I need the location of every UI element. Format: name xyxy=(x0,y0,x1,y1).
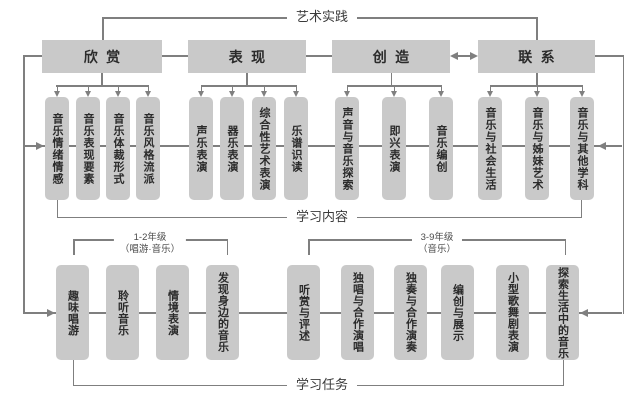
connector-line xyxy=(622,55,624,314)
connector-line xyxy=(56,200,58,217)
connector-line xyxy=(489,85,491,92)
task-item: 小型歌舞剧表演 xyxy=(496,265,529,360)
arrow-down-icon xyxy=(197,91,204,97)
grade-label-text: 3-9年级 xyxy=(420,232,454,243)
arrow-down-icon xyxy=(533,91,540,97)
arrow-right-icon xyxy=(470,52,478,60)
bracket-line xyxy=(73,239,75,255)
content-item: 声音与音乐探索 xyxy=(335,97,359,200)
content-item: 音乐与姊妹艺术 xyxy=(525,97,549,200)
task-item: 趣味唱游 xyxy=(56,265,89,360)
task-item: 发现身边的音乐 xyxy=(206,265,239,360)
arrow-down-icon xyxy=(228,91,235,97)
arrow-down-icon xyxy=(343,91,350,97)
arrow-down-icon xyxy=(260,91,267,97)
content-item: 器乐表演 xyxy=(220,97,244,200)
grade-sublabel-text: （音乐） xyxy=(417,243,457,255)
grade-sublabel-text: （唱游·音乐） xyxy=(119,243,181,255)
content-item: 乐谱识读 xyxy=(284,97,308,200)
arrow-right-icon xyxy=(47,308,55,317)
content-item: 音乐风格流派 xyxy=(136,97,160,200)
content-item: 音乐情绪情感 xyxy=(45,97,69,200)
connector-line xyxy=(72,360,74,385)
content-item: 综合性艺术表演 xyxy=(252,97,276,200)
content-item: 音乐编创 xyxy=(429,97,453,200)
task-label: 学习任务 xyxy=(286,377,358,392)
content-item: 音乐表现要素 xyxy=(76,97,100,200)
connector-line xyxy=(489,85,583,87)
task-item: 听赏与评述 xyxy=(287,265,320,360)
connector-line xyxy=(231,85,233,92)
connector-line xyxy=(162,55,188,57)
connector-line xyxy=(580,200,582,217)
arrow-down-icon xyxy=(114,91,121,97)
content-item: 音乐体裁形式 xyxy=(106,97,130,200)
arrow-down-icon xyxy=(578,91,585,97)
connector-line xyxy=(390,73,392,85)
grade-label-text: 1-2年级 xyxy=(133,232,167,243)
connector-line xyxy=(147,85,149,92)
arrow-down-icon xyxy=(437,91,444,97)
connector-line xyxy=(102,17,104,40)
category-box-connection: 联系 xyxy=(478,40,595,73)
content-item: 音乐与其他学科 xyxy=(570,97,594,200)
connector-line xyxy=(454,55,474,57)
content-label: 学习内容 xyxy=(286,209,358,224)
arrow-down-icon xyxy=(486,91,493,97)
connector-line xyxy=(56,85,58,92)
connector-line xyxy=(200,85,202,92)
connector-line xyxy=(24,312,622,314)
connector-line xyxy=(536,73,538,85)
arrow-left-icon xyxy=(450,52,458,60)
arrow-down-icon xyxy=(390,91,397,97)
connector-line xyxy=(117,85,119,92)
arrow-left-icon xyxy=(598,141,606,150)
grade-label-3-9: 3-9年级 （音乐） xyxy=(411,232,463,255)
task-item: 聆听音乐 xyxy=(106,265,139,360)
connector-line xyxy=(246,73,248,85)
connector-line xyxy=(295,85,297,92)
top-label: 艺术实践 xyxy=(286,9,358,24)
connector-line xyxy=(536,85,538,92)
connector-line xyxy=(200,85,297,87)
task-item: 编创与展示 xyxy=(441,265,474,360)
arrow-down-icon xyxy=(84,91,91,97)
task-item: 探索生活中的音乐 xyxy=(546,265,579,360)
arrow-right-icon xyxy=(36,141,44,150)
task-item: 独奏与合作演奏 xyxy=(394,265,427,360)
connector-line xyxy=(101,73,103,85)
content-item: 音乐与社会生活 xyxy=(478,97,502,200)
arrow-left-icon xyxy=(580,308,588,317)
bracket-line xyxy=(564,239,566,255)
arrow-down-icon xyxy=(292,91,299,97)
content-item: 即兴表演 xyxy=(382,97,406,200)
connector-line xyxy=(581,85,583,92)
task-item: 情境表演 xyxy=(156,265,189,360)
connector-line xyxy=(562,360,564,385)
connector-line xyxy=(536,17,538,40)
connector-line xyxy=(346,85,348,92)
bracket-line xyxy=(226,239,228,255)
task-item: 独唱与合作演唱 xyxy=(341,265,374,360)
connector-line xyxy=(595,55,624,57)
bracket-line xyxy=(308,239,310,255)
category-box-appreciation: 欣赏 xyxy=(42,40,162,73)
connector-line xyxy=(23,55,25,314)
arrow-down-icon xyxy=(144,91,151,97)
connector-line xyxy=(440,85,442,92)
connector-line xyxy=(24,145,622,147)
connector-line xyxy=(306,55,332,57)
connector-line xyxy=(393,85,395,92)
connector-line xyxy=(23,55,42,57)
category-box-performance: 表现 xyxy=(188,40,306,73)
arrow-down-icon xyxy=(53,91,60,97)
category-box-creation: 创造 xyxy=(332,40,450,73)
grade-label-1-2: 1-2年级 （唱游·音乐） xyxy=(113,232,187,255)
connector-line xyxy=(87,85,89,92)
content-item: 声乐表演 xyxy=(189,97,213,200)
connector-line xyxy=(56,85,149,87)
connector-line xyxy=(263,85,265,92)
